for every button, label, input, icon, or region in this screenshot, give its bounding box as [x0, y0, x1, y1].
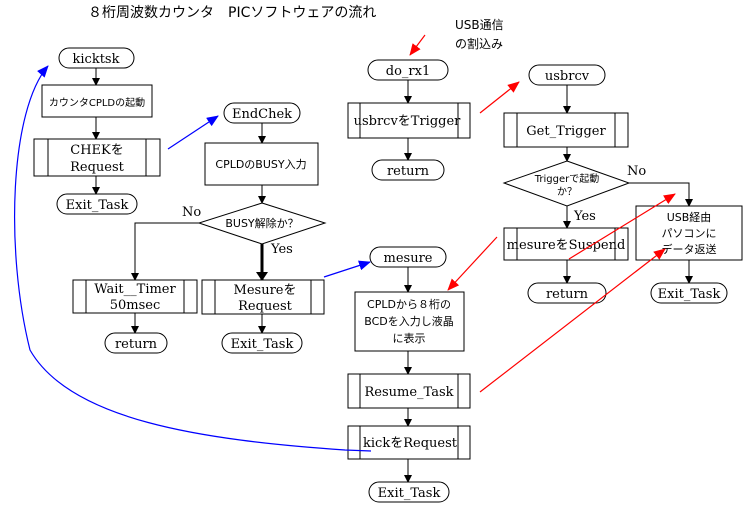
endchek-wait-timer-line2: 50msec [110, 298, 161, 313]
blue-connectors [14, 65, 372, 452]
endchek-mesure-request-box [201, 279, 325, 315]
mesure-read-bcd-box [354, 291, 465, 352]
do-rx1-start-label: do_rx1 [386, 64, 430, 79]
red-arrow-do-rx1-to-usbrcv [479, 81, 520, 114]
red-arrow-resume-to-send [479, 248, 666, 393]
usbrcv-trigger-decision-line1: Triggerで起動 [534, 172, 600, 185]
kicktsk-flow: kicktsk カウンタCPLDの起動 CHEKを Request Exit_T… [33, 47, 161, 215]
do-rx1-trigger-box [347, 102, 471, 139]
usbrcv-no-label: No [627, 164, 646, 179]
endchek-exit-label: Exit_Task [231, 337, 294, 352]
do-rx1-flow: do_rx1 usbrcvをTrigger return [347, 59, 471, 181]
endchek-no-label: No [182, 205, 201, 220]
usbrcv-exit-label: Exit_Task [658, 287, 721, 302]
red-arrow-decision-to-send [568, 193, 676, 260]
endchek-wait-return-terminal [104, 332, 168, 354]
usbrcv-start-label: usbrcv [545, 69, 590, 84]
endchek-flow: EndChek CPLDのBUSY入力 BUSY解除か？ No Yes Wait… [72, 102, 327, 354]
do-rx1-trigger-label: usbrcvをTrigger [354, 114, 462, 129]
usbrcv-yes-label: Yes [573, 209, 596, 224]
mesure-kick-request-box [347, 425, 471, 460]
blue-arrow-kick-to-kicktsk [14, 65, 372, 452]
red-arrow-suspend-to-mesure [447, 236, 498, 291]
endchek-wait-timer-box [72, 279, 198, 314]
usbrcv-send-data-line2: パソコンに [662, 227, 717, 240]
kicktsk-chek-request-box [33, 138, 161, 177]
red-arrow-interrupt-to-do-rx1 [409, 34, 426, 56]
do-rx1-return-label: return [387, 164, 430, 179]
mesure-exit-label: Exit_Task [378, 486, 441, 501]
kicktsk-start-label: kicktsk [73, 52, 120, 67]
diagram-title: ８桁周波数カウンタ PICソフトウェアの流れ [88, 5, 376, 21]
mesure-read-bcd-line2: BCDを入力し液晶 [364, 314, 454, 328]
usbrcv-suspend-box [503, 227, 629, 261]
interrupt-note-line2: の割込み [455, 36, 503, 51]
kicktsk-start-cpld-box [41, 84, 153, 118]
usbrcv-exit-terminal [650, 282, 728, 304]
blue-arrow-kicktsk-to-endchek [167, 115, 219, 150]
usbrcv-return-label: return [546, 287, 589, 302]
mesure-resume-task-label: Resume_Task [364, 385, 453, 400]
mesure-flow: mesure CPLDから８桁の BCDを入力し液晶 に表示 Resume_Ta… [347, 246, 471, 503]
blue-arrow-endchek-to-mesure [323, 260, 371, 278]
usbrcv-send-data-line3: データ返送 [662, 242, 717, 256]
usbrcv-suspend-label: mesureをSuspend [507, 238, 626, 253]
endchek-busy-input-box [204, 142, 319, 186]
usbrcv-return-terminal [527, 282, 607, 304]
endchek-busy-decision-label: BUSY解除か？ [225, 216, 298, 230]
endchek-yes-label: Yes [270, 242, 293, 257]
usbrcv-get-trigger-label: Get_Trigger [526, 124, 606, 139]
endchek-mesure-request-line2: Request [238, 299, 293, 314]
kicktsk-chek-request-line1: CHEKを [70, 143, 124, 158]
endchek-exit-terminal [221, 332, 303, 354]
endchek-wait-return-label: return [115, 337, 158, 352]
endchek-start-label: EndChek [232, 107, 292, 122]
mesure-read-bcd-line1: CPLDから８桁の [367, 297, 451, 311]
do-rx1-return-terminal [371, 159, 445, 181]
mesure-start-label: mesure [384, 251, 433, 266]
mesure-exit-terminal [368, 481, 450, 503]
red-connectors [409, 34, 676, 393]
endchek-busy-input-label: CPLDのBUSY入力 [215, 158, 306, 171]
kicktsk-chek-request-line2: Request [70, 160, 125, 175]
usbrcv-send-data-line1: USB経由 [667, 210, 712, 224]
mesure-kick-request-label: kickをRequest [363, 436, 458, 451]
mesure-read-bcd-line3: に表示 [393, 331, 426, 345]
endchek-mesure-request-line1: Mesureを [234, 283, 297, 298]
endchek-wait-timer-line1: Wait__Timer [94, 282, 176, 297]
interrupt-note-line1: USB通信 [455, 18, 504, 32]
mesure-resume-task-box [347, 373, 471, 409]
usbrcv-trigger-decision-line2: か？ [557, 186, 577, 198]
usbrcv-flow: usbrcv Get_Trigger Triggerで起動 か？ No Yes … [502, 64, 743, 304]
kicktsk-exit-terminal [56, 193, 138, 215]
kicktsk-start-cpld-label: カウンタCPLDの起動 [49, 96, 145, 109]
usbrcv-get-trigger-box [503, 112, 629, 148]
kicktsk-exit-label: Exit_Task [66, 198, 129, 213]
